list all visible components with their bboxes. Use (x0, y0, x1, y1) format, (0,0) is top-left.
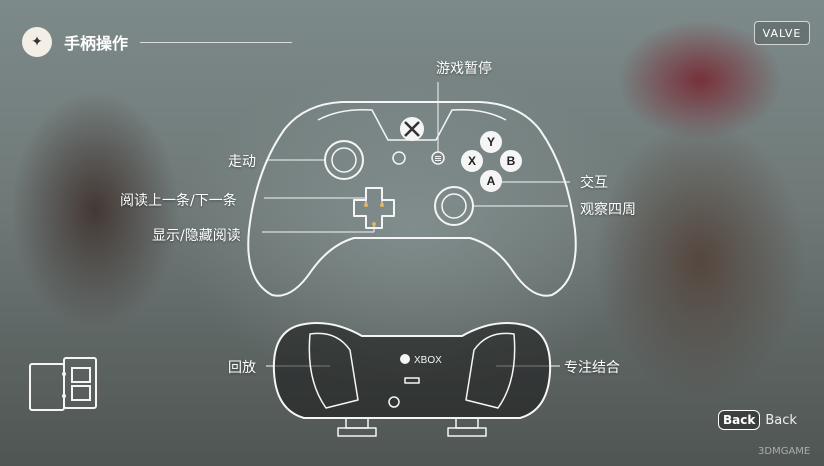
back-button[interactable]: Back (718, 410, 761, 430)
label-interact: 交互 (580, 175, 608, 191)
label-look: 观察四周 (580, 202, 636, 218)
label-page: 阅读上一条/下一条 (120, 193, 237, 209)
watermark: 3DMGAME (758, 446, 811, 457)
sparkle-icon: ✦ (22, 27, 52, 57)
view-button (392, 151, 406, 165)
valve-badge: VALVE (754, 21, 810, 45)
button-y-label: Y (487, 135, 495, 149)
button-y (480, 131, 502, 153)
label-rewind: 回放 (228, 360, 256, 376)
right-stick (434, 186, 474, 226)
button-a-label: A (487, 174, 496, 188)
xbox-brand: XBOX (414, 355, 442, 366)
left-stick (324, 140, 364, 180)
usb-port (404, 377, 420, 384)
button-x (461, 150, 483, 172)
journal-icon (29, 357, 97, 411)
label-move: 走动 (228, 154, 256, 170)
xbox-back-logo-icon (400, 354, 410, 364)
page-header: ✦ 手柄操作 (22, 26, 128, 58)
title-divider (140, 42, 292, 43)
button-a (480, 170, 502, 192)
button-x-label: X (468, 154, 476, 168)
button-b-label: B (507, 154, 516, 168)
page-title: 手柄操作 (64, 34, 129, 53)
button-b (500, 150, 522, 172)
label-focus: 专注结合 (564, 360, 620, 376)
back-control[interactable]: Back Back (718, 410, 797, 430)
controller-front-outline (247, 101, 577, 297)
label-toggle-read: 显示/隐藏阅读 (152, 228, 241, 244)
pair-button (388, 396, 400, 408)
controller-back-outline (272, 322, 552, 419)
back-label: Back (765, 412, 797, 428)
label-pause: 游戏暂停 (436, 61, 492, 77)
